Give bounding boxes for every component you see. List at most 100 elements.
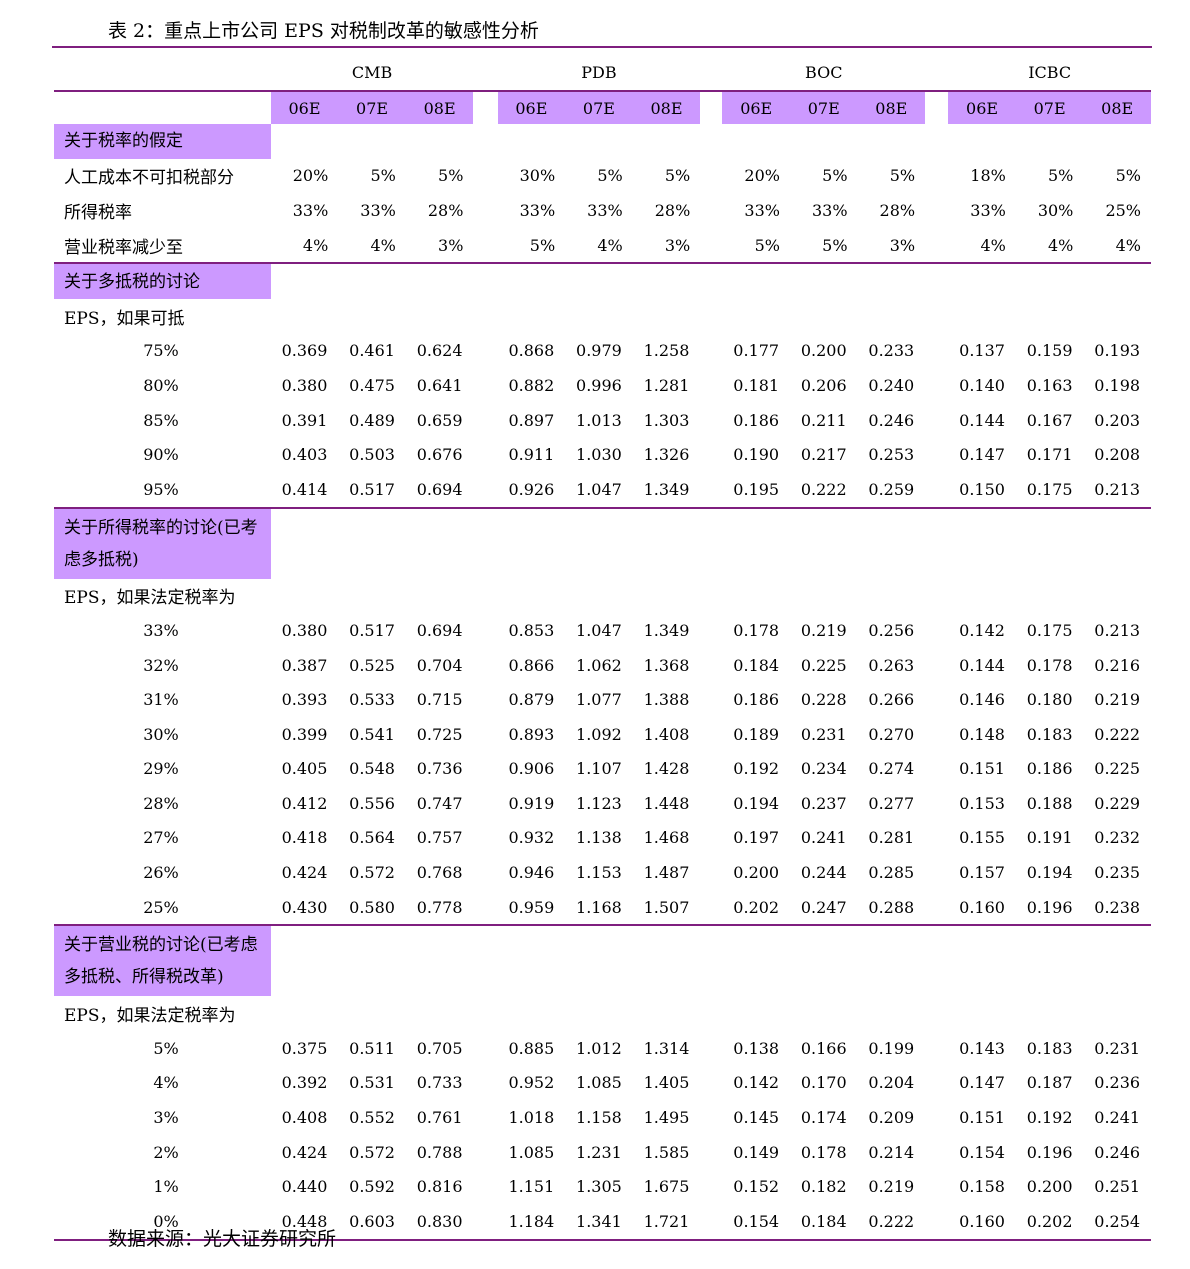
section-header-fill xyxy=(270,262,1151,299)
section-intro-row: EPS，如果可抵 xyxy=(54,299,1151,334)
value-cell: 0.151 xyxy=(959,1108,1005,1128)
value-cell: 0.194 xyxy=(1026,863,1073,883)
value-cell: 1.168 xyxy=(576,897,622,917)
value-cell: 0.186 xyxy=(733,410,780,430)
year-header: 08E xyxy=(632,90,701,124)
spacer-cell xyxy=(473,193,497,228)
value-cell: 0.246 xyxy=(868,410,915,430)
value-cell: 0.531 xyxy=(349,1073,395,1093)
value-cell: 0.996 xyxy=(576,375,622,395)
row-label: 4% xyxy=(153,1073,179,1093)
value-cell: 0.572 xyxy=(349,1142,395,1162)
value-cell: 0.219 xyxy=(800,620,847,640)
bank-header-icbc: ICBC xyxy=(1028,62,1072,82)
value-cell: 0.959 xyxy=(508,897,555,917)
spacer-cell xyxy=(925,1066,948,1101)
value-cell: 4% xyxy=(1115,235,1141,255)
value-cell: 0.418 xyxy=(281,828,328,848)
value-cell: 1.585 xyxy=(643,1142,690,1162)
value-cell: 0.219 xyxy=(868,1177,915,1197)
row-label: 32% xyxy=(143,655,179,675)
spacer-cell xyxy=(473,613,497,648)
value-cell: 0.489 xyxy=(349,410,395,430)
value-cell: 0.152 xyxy=(733,1177,780,1197)
value-cell: 1.062 xyxy=(576,655,622,675)
section-header: 关于税率的假定 xyxy=(54,124,271,159)
value-cell: 0.236 xyxy=(1094,1073,1141,1093)
value-cell: 0.234 xyxy=(800,759,847,779)
spacer-cell xyxy=(925,1100,948,1135)
section-header: 关于营业税的讨论(已考虑多抵税、所得税改革) xyxy=(54,924,271,997)
value-cell: 0.142 xyxy=(733,1073,780,1093)
value-cell: 0.188 xyxy=(1026,793,1073,813)
section-header-row: 关于多抵税的讨论 xyxy=(54,262,1151,299)
value-cell: 0.641 xyxy=(416,375,463,395)
empty-cell xyxy=(271,299,1151,334)
value-cell: 5% xyxy=(822,166,848,186)
value-cell: 0.193 xyxy=(1094,341,1141,361)
value-cell: 0.868 xyxy=(508,341,555,361)
year-header: 06E xyxy=(497,90,566,124)
value-cell: 0.241 xyxy=(1094,1108,1141,1128)
value-cell: 1.305 xyxy=(576,1177,622,1197)
value-cell: 0.142 xyxy=(959,620,1005,640)
value-cell: 33% xyxy=(970,200,1006,220)
value-cell: 0.926 xyxy=(508,479,555,499)
value-cell: 0.866 xyxy=(508,655,555,675)
value-cell: 0.181 xyxy=(733,375,780,395)
row-label: 29% xyxy=(143,759,179,779)
title-rule xyxy=(52,46,1152,48)
value-cell: 4% xyxy=(302,235,329,255)
value-cell: 1.092 xyxy=(576,724,622,744)
value-cell: 1.107 xyxy=(576,759,622,779)
spacer-cell xyxy=(473,1066,497,1101)
corner-cell xyxy=(54,90,271,124)
value-cell: 0.214 xyxy=(868,1142,915,1162)
row-label: 28% xyxy=(143,793,179,813)
value-cell: 0.399 xyxy=(281,724,328,744)
value-cell: 0.184 xyxy=(733,655,780,675)
value-cell: 0.503 xyxy=(349,445,395,465)
value-cell: 5% xyxy=(1047,166,1074,186)
value-cell: 1.258 xyxy=(643,341,690,361)
value-cell: 0.430 xyxy=(281,897,328,917)
spacer-cell xyxy=(473,403,497,438)
value-cell: 1.349 xyxy=(643,479,690,499)
row-label: 3% xyxy=(153,1108,179,1128)
spacer-cell xyxy=(925,334,948,369)
value-cell: 0.231 xyxy=(800,724,847,744)
value-cell: 0.254 xyxy=(1083,1204,1151,1241)
spacer-cell xyxy=(473,368,497,403)
value-cell: 0.147 xyxy=(959,1073,1005,1093)
spacer-cell xyxy=(925,786,948,821)
value-cell: 0.893 xyxy=(508,724,555,744)
empty-cell xyxy=(271,579,1151,614)
value-cell: 0.137 xyxy=(959,341,1005,361)
section-header: 关于多抵税的讨论 xyxy=(54,262,271,299)
value-cell: 0.154 xyxy=(722,1204,790,1241)
spacer-cell xyxy=(700,890,722,926)
spacer-cell xyxy=(700,717,722,752)
section-header-fill xyxy=(271,124,1151,159)
value-cell: 0.217 xyxy=(800,445,847,465)
value-cell: 0.203 xyxy=(1094,410,1141,430)
value-cell: 5% xyxy=(1115,166,1141,186)
value-cell: 0.440 xyxy=(281,1177,328,1197)
value-cell: 0.150 xyxy=(959,479,1005,499)
value-cell: 1.030 xyxy=(576,445,622,465)
value-cell: 1.012 xyxy=(576,1038,622,1058)
value-cell: 0.251 xyxy=(1094,1177,1141,1197)
spacer-cell xyxy=(700,228,722,264)
spacer-cell xyxy=(925,54,948,91)
spacer-cell xyxy=(700,403,722,438)
value-cell: 0.149 xyxy=(733,1142,780,1162)
spacer-cell xyxy=(473,228,497,264)
value-cell: 1.408 xyxy=(643,724,690,744)
value-cell: 0.919 xyxy=(508,793,555,813)
year-header: 06E xyxy=(270,90,339,124)
spacer-cell xyxy=(700,1031,722,1066)
spacer-cell xyxy=(700,648,722,683)
